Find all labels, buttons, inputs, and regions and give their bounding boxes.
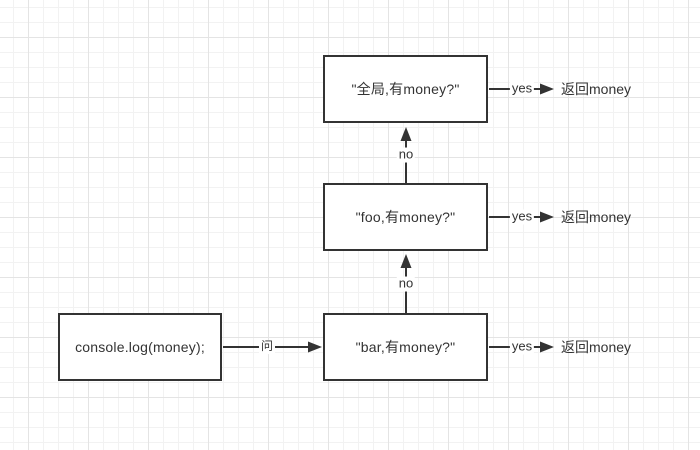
- edge-label-no-bar-to-foo: no: [396, 275, 416, 292]
- node-bar-scope: "bar,有money?": [323, 313, 488, 381]
- edge-label-ask: 问: [258, 339, 276, 354]
- result-return-money-foo: 返回money: [561, 209, 632, 225]
- arrowhead-up-icon: [400, 254, 412, 268]
- arrowhead-right-icon: [308, 341, 322, 353]
- arrowhead-right-icon: [540, 341, 554, 353]
- arrowhead-up-icon: [400, 127, 412, 141]
- edge-label-no-foo-to-global: no: [396, 146, 416, 163]
- result-return-money-bar: 返回money: [561, 339, 632, 355]
- node-bar-scope-label: "bar,有money?": [355, 339, 456, 355]
- node-global-scope-label: "全局,有money?": [351, 81, 460, 97]
- arrowhead-right-icon: [540, 211, 554, 223]
- edge-label-yes-foo: yes: [509, 208, 535, 225]
- result-return-money-global: 返回money: [561, 81, 632, 97]
- node-console-log: console.log(money);: [58, 313, 222, 381]
- arrowhead-right-icon: [540, 83, 554, 95]
- node-foo-scope-label: "foo,有money?": [355, 209, 456, 225]
- node-console-log-label: console.log(money);: [75, 339, 205, 355]
- node-global-scope: "全局,有money?": [323, 55, 488, 123]
- edge-label-yes-global: yes: [509, 80, 535, 97]
- node-foo-scope: "foo,有money?": [323, 183, 488, 251]
- edge-label-yes-bar: yes: [509, 338, 535, 355]
